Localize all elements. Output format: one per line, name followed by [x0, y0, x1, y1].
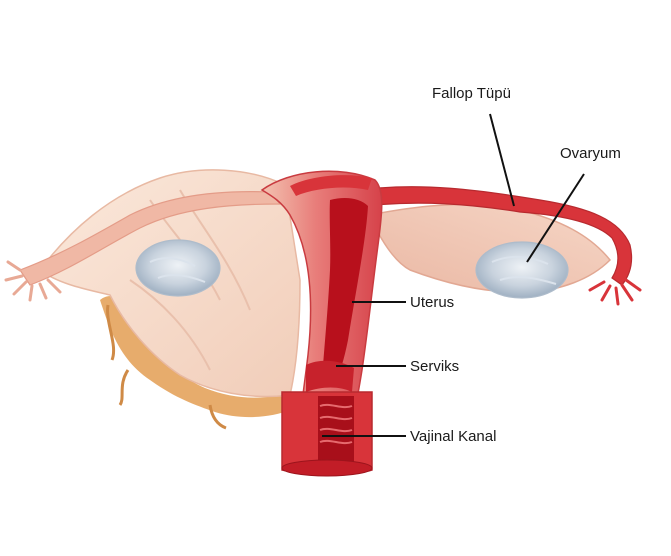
right-ovary	[476, 242, 568, 298]
label-serviks: Serviks	[410, 358, 459, 375]
label-uterus: Uterus	[410, 294, 454, 311]
left-ovary	[136, 240, 220, 296]
vaginal-opening	[282, 460, 372, 476]
label-vajinal-kanal: Vajinal Kanal	[410, 428, 496, 445]
label-ovaryum: Ovaryum	[560, 145, 621, 162]
label-fallop-tubu: Fallop Tüpü	[432, 85, 511, 102]
